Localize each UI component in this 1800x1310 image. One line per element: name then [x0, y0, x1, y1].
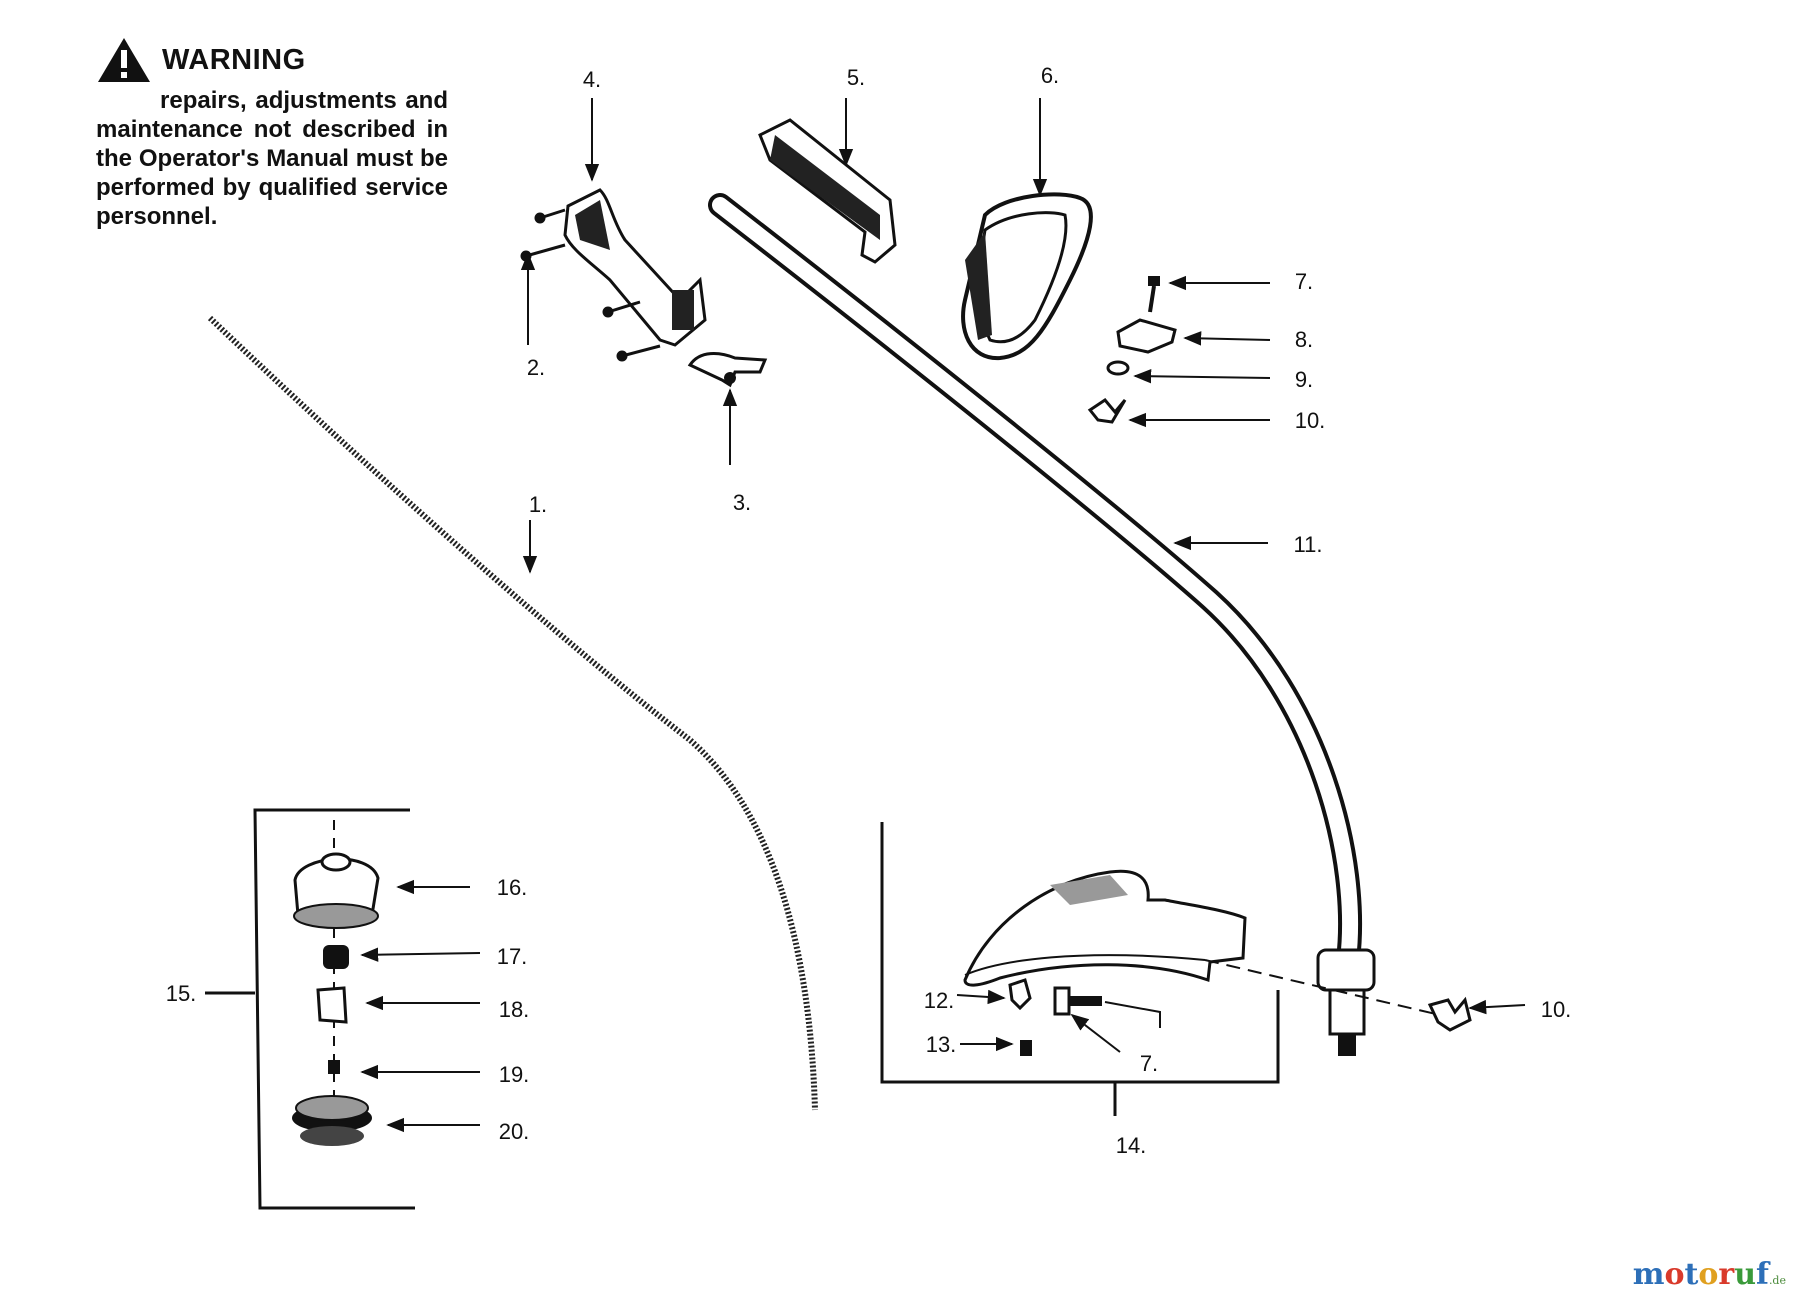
callout-1: 1.	[528, 492, 548, 517]
watermark-letter: o	[1664, 1257, 1685, 1292]
handle-part	[563, 188, 707, 347]
callout-6: 6.	[1040, 63, 1060, 88]
callout-20: 20.	[498, 1119, 530, 1144]
callout-9: 9.	[1294, 367, 1314, 392]
retainer-part	[316, 986, 348, 1024]
callout-2: 2.	[526, 355, 546, 380]
trimmer-head-bracket	[253, 808, 415, 1210]
wing-nut-part	[1087, 398, 1127, 424]
callout-10-guard: 10.	[1540, 997, 1572, 1022]
warning-notice: WARNING repairs, adjustments and mainten…	[96, 36, 448, 231]
callout-17: 17.	[496, 944, 528, 969]
callout-7-guard: 7.	[1139, 1051, 1159, 1076]
d-handle-part	[961, 192, 1093, 361]
nut-part	[1008, 978, 1032, 1011]
callout-19: 19.	[498, 1062, 530, 1087]
callout-10: 10.	[1294, 408, 1326, 433]
guard-wing-nut-part	[1427, 996, 1472, 1032]
guard-kit-bracket	[880, 822, 1280, 1084]
callout-18: 18.	[498, 997, 530, 1022]
callout-3: 3.	[732, 490, 752, 515]
clamp-plate-part	[1116, 318, 1177, 354]
guard-screw-part	[1020, 1040, 1032, 1056]
callout-11: 11.	[1293, 532, 1323, 557]
guard-bolt-part	[1053, 986, 1102, 1016]
callout-13: 13.	[925, 1032, 957, 1057]
spring-part	[323, 945, 349, 969]
warning-header: WARNING	[96, 36, 448, 84]
shaft-coupler-part	[1316, 948, 1376, 1056]
warning-title: WARNING	[162, 43, 306, 76]
clamp-knob-part	[687, 352, 768, 388]
warning-triangle-icon	[98, 38, 150, 82]
spool-part	[292, 1095, 372, 1146]
bolt-part	[1148, 276, 1160, 313]
callout-12: 12.	[923, 988, 955, 1013]
callout-16: 16.	[496, 875, 528, 900]
callout-4: 4.	[582, 67, 602, 92]
watermark-suffix: .de	[1768, 1274, 1786, 1287]
callout-5: 5.	[846, 65, 866, 90]
washer-part	[1106, 360, 1130, 376]
watermark-letter: u	[1734, 1257, 1757, 1292]
watermark-letter: r	[1718, 1257, 1735, 1292]
watermark-letter: o	[1698, 1257, 1719, 1292]
watermark-letter: f	[1756, 1257, 1769, 1292]
watermark-letter: m	[1632, 1257, 1665, 1292]
callout-arrows	[360, 98, 1526, 1133]
callout-14: 14.	[1115, 1133, 1147, 1158]
eyelet-part	[328, 1060, 340, 1074]
drive-shaft-part	[207, 315, 818, 1111]
spool-housing-part	[293, 852, 380, 929]
debris-guard-part	[963, 869, 1247, 987]
watermark-logo: motoruf.de	[1633, 1257, 1786, 1292]
callout-8: 8.	[1294, 327, 1314, 352]
callout-15: 15.	[165, 981, 197, 1006]
warning-text: repairs, adjustments and maintenance not…	[96, 87, 448, 230]
handle-bracket-part	[758, 118, 897, 264]
callout-7: 7.	[1294, 269, 1314, 294]
watermark-letter: t	[1684, 1257, 1699, 1292]
